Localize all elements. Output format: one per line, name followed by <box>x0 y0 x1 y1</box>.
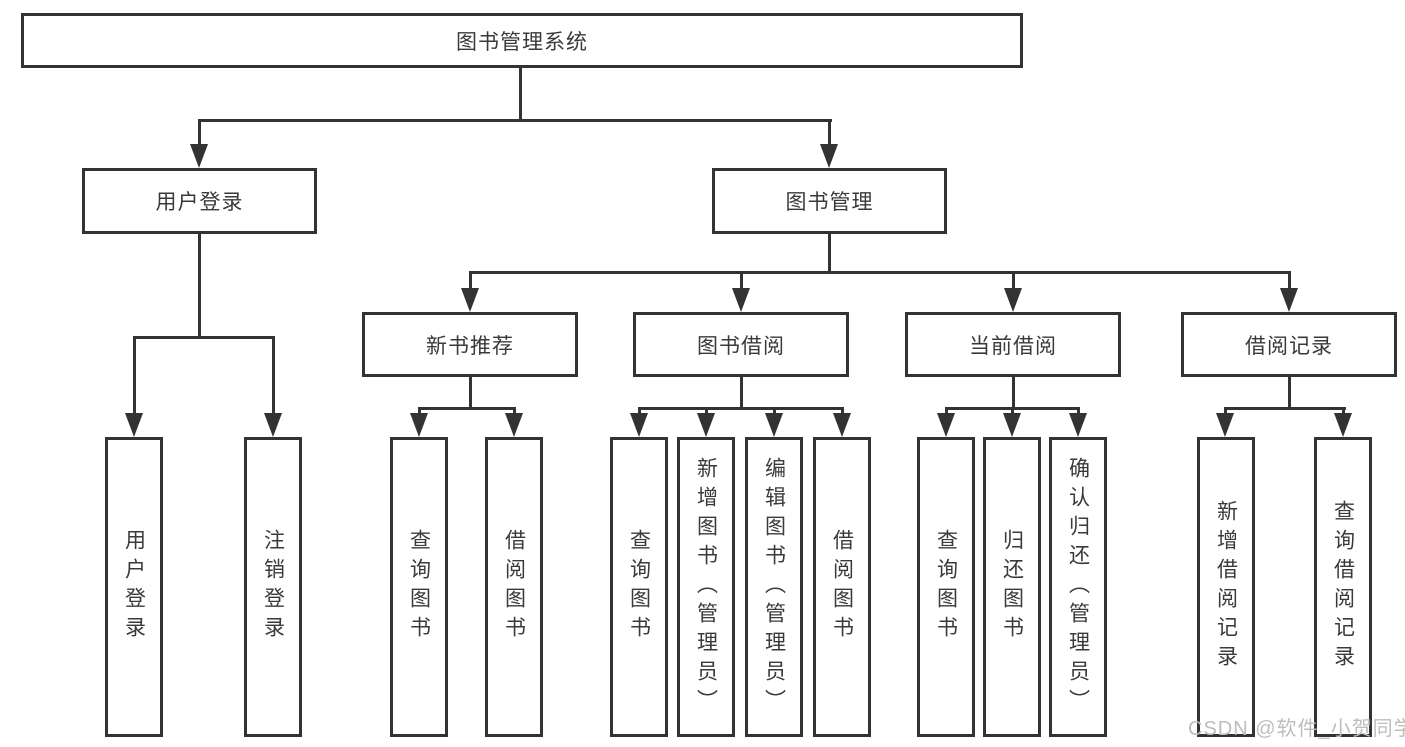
connector-recommend-stem <box>469 377 472 407</box>
connector-drop-records <box>1288 271 1291 290</box>
node-borrow-records-label: 借阅记录 <box>1245 334 1333 358</box>
leaf-logout: 注销登录 <box>244 437 302 737</box>
leaf-label: 查询图书 <box>407 529 431 645</box>
node-library-system-label: 图书管理系统 <box>456 30 588 54</box>
connector-drop-login <box>133 336 136 415</box>
node-current-borrow: 当前借阅 <box>905 312 1121 377</box>
connector-drop <box>1077 407 1080 415</box>
connector-drop <box>418 407 421 415</box>
connector-records-rail <box>1224 407 1346 410</box>
leaf-borrow-books: 借阅图书 <box>813 437 871 737</box>
node-book-management-label: 图书管理 <box>785 191 874 214</box>
arrow-down-icon <box>1069 413 1087 437</box>
connector-current-stem <box>1012 377 1015 407</box>
connector-borrow-rail <box>638 407 844 410</box>
node-book-borrow: 图书借阅 <box>633 312 849 377</box>
connector-drop <box>945 407 948 415</box>
arrow-down-icon <box>1334 413 1352 437</box>
arrow-down-icon <box>505 413 523 437</box>
leaf-add-borrow-record: 新增借阅记录 <box>1197 437 1255 737</box>
leaf-label: 确认归还（管理员） <box>1066 456 1090 718</box>
connector-drop <box>638 407 641 415</box>
arrow-down-icon <box>833 413 851 437</box>
leaf-add-books-admin: 新增图书（管理员） <box>677 437 735 737</box>
leaf-label: 编辑图书（管理员） <box>762 456 786 718</box>
leaf-label: 归还图书 <box>1000 529 1024 645</box>
arrow-down-icon <box>732 288 750 312</box>
connector-borrow-stem <box>740 377 743 407</box>
leaf-label: 新增借阅记录 <box>1214 500 1238 674</box>
node-user-login: 用户登录 <box>82 168 317 234</box>
leaf-label: 查询图书 <box>627 529 651 645</box>
arrow-down-icon <box>937 413 955 437</box>
leaf-current-query-books: 查询图书 <box>917 437 975 737</box>
leaf-label: 借阅图书 <box>502 529 526 645</box>
arrow-down-icon <box>410 413 428 437</box>
node-new-book-recommend: 新书推荐 <box>362 312 578 377</box>
arrow-down-icon <box>264 413 282 437</box>
arrow-down-icon <box>1216 413 1234 437</box>
leaf-user-login-label: 用户登录 <box>122 529 146 645</box>
arrow-down-icon <box>1004 288 1022 312</box>
arrow-down-icon <box>1280 288 1298 312</box>
leaf-confirm-return-admin: 确认归还（管理员） <box>1049 437 1107 737</box>
connector-drop <box>1224 407 1227 415</box>
connector-drop-recommend <box>469 271 472 290</box>
connector-drop <box>513 407 516 415</box>
leaf-label: 新增图书（管理员） <box>694 456 718 718</box>
connector-drop <box>1342 407 1345 415</box>
connector-drop <box>841 407 844 415</box>
csdn-watermark: CSDN @软件_小贺同学 <box>1188 718 1405 740</box>
arrow-down-icon <box>1003 413 1021 437</box>
leaf-logout-label: 注销登录 <box>261 529 285 645</box>
leaf-borrow-query-books: 查询图书 <box>610 437 668 737</box>
arrow-down-icon <box>125 413 143 437</box>
connector-drop-current <box>1012 271 1015 290</box>
connector-level2-rail <box>198 119 832 122</box>
arrow-down-icon <box>765 413 783 437</box>
connector-root-stem <box>519 68 522 119</box>
node-borrow-records: 借阅记录 <box>1181 312 1397 377</box>
arrow-down-icon <box>190 144 208 168</box>
connector-drop <box>773 407 776 415</box>
node-new-book-recommend-label: 新书推荐 <box>426 334 514 358</box>
node-library-system: 图书管理系统 <box>21 13 1023 68</box>
leaf-recommend-query-books: 查询图书 <box>390 437 448 737</box>
connector-drop-logout <box>272 336 275 415</box>
arrow-down-icon <box>461 288 479 312</box>
connector-books-stem <box>828 234 831 271</box>
leaf-query-borrow-record: 查询借阅记录 <box>1314 437 1372 737</box>
node-user-login-label: 用户登录 <box>155 191 244 214</box>
connector-drop-book-management <box>828 119 831 147</box>
arrow-down-icon <box>697 413 715 437</box>
leaf-edit-books-admin: 编辑图书（管理员） <box>745 437 803 737</box>
node-book-borrow-label: 图书借阅 <box>697 334 785 358</box>
connector-drop-user-login <box>198 119 201 147</box>
leaf-label: 查询借阅记录 <box>1331 500 1355 674</box>
connector-user-stem <box>198 234 201 336</box>
arrow-down-icon <box>820 144 838 168</box>
arrow-down-icon <box>630 413 648 437</box>
node-book-management: 图书管理 <box>712 168 947 234</box>
connector-drop-borrow <box>740 271 743 290</box>
leaf-recommend-borrow-books: 借阅图书 <box>485 437 543 737</box>
connector-records-stem <box>1288 377 1291 407</box>
node-current-borrow-label: 当前借阅 <box>969 334 1057 358</box>
connector-drop <box>705 407 708 415</box>
connector-drop <box>1011 407 1014 415</box>
leaf-return-books: 归还图书 <box>983 437 1041 737</box>
connector-level3-rail <box>469 271 1291 274</box>
connector-user-rail <box>133 336 275 339</box>
connector-recommend-rail <box>418 407 516 410</box>
leaf-user-login: 用户登录 <box>105 437 163 737</box>
leaf-label: 查询图书 <box>934 529 958 645</box>
leaf-label: 借阅图书 <box>830 529 854 645</box>
